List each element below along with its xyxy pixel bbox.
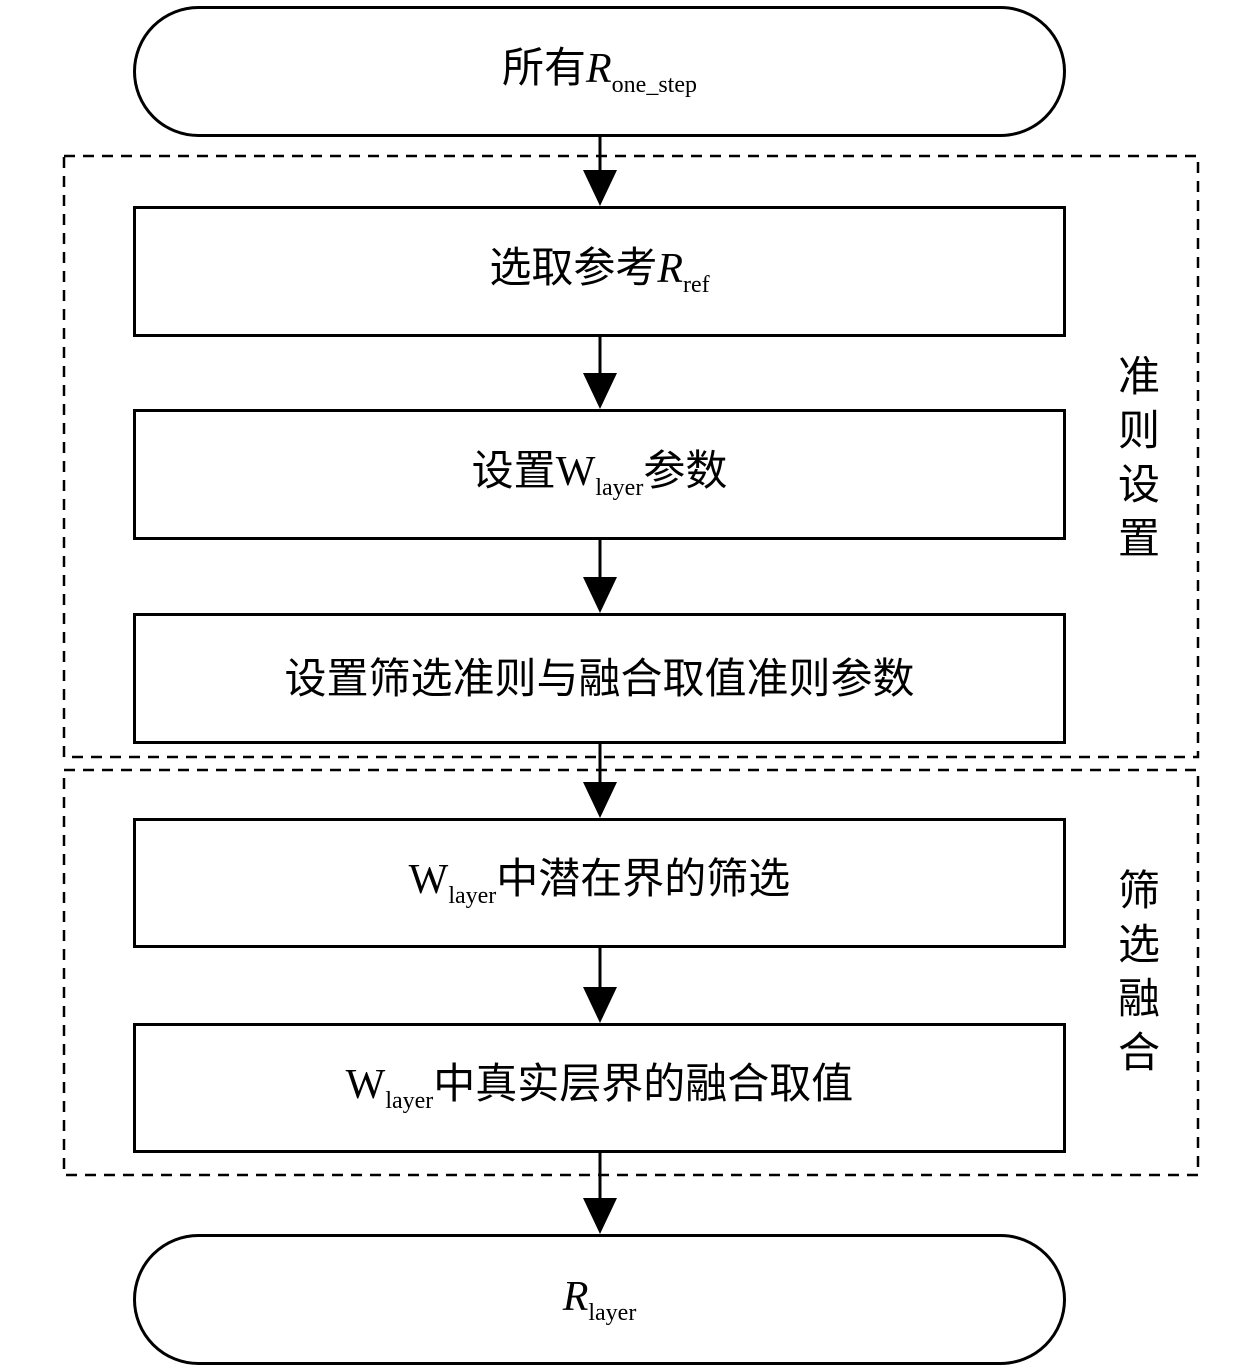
step2-prefix: 设置 — [471, 445, 556, 495]
step2-sub: layer — [595, 474, 644, 501]
step-set-criteria: 设置筛选准则与融合取值准则参数 — [133, 613, 1066, 744]
arrow-step2-step3 — [583, 540, 617, 613]
step1-prefix: 选取参考 — [489, 242, 658, 292]
group-criteria-border — [62, 154, 1200, 759]
step1-var: R — [657, 245, 684, 292]
end-sub: layer — [588, 1299, 637, 1326]
start-var: R — [586, 45, 612, 92]
step2-suffix: 参数 — [643, 445, 728, 495]
end-var: R — [562, 1273, 589, 1320]
arrow-step3-step4 — [583, 744, 617, 818]
start-sub: one_step — [611, 71, 697, 98]
arrow-step5-end — [583, 1153, 617, 1234]
step3-text: 设置筛选准则与融合取值准则参数 — [284, 653, 915, 703]
step4-sub: layer — [448, 883, 497, 909]
step5-sub: layer — [385, 1088, 434, 1114]
step4-suffix: 中潜在界的筛选 — [496, 854, 791, 903]
group-fusion-border — [62, 768, 1200, 1177]
step-fuse-boundaries: Wlayer中真实层界的融合取值 — [133, 1023, 1066, 1153]
arrow-step1-step2 — [583, 337, 617, 409]
start-node: 所有Rone_step — [133, 6, 1066, 137]
start-prefix: 所有 — [502, 42, 587, 92]
arrow-start-step1 — [583, 137, 617, 206]
step-set-wlayer: 设置Wlayer参数 — [133, 409, 1066, 540]
group-fusion-label: 筛 选 融 合 — [1117, 866, 1160, 1077]
end-node: Rlayer — [133, 1234, 1066, 1365]
step-select-reference: 选取参考Rref — [133, 206, 1066, 337]
step2-var: W — [555, 448, 596, 495]
group-criteria-label: 准 则 设 置 — [1117, 352, 1160, 563]
step1-sub: ref — [683, 271, 710, 298]
arrow-step4-step5 — [583, 948, 617, 1023]
step4-var: W — [408, 857, 449, 903]
step5-var: W — [345, 1062, 386, 1108]
step5-suffix: 中真实层界的融合取值 — [433, 1059, 854, 1108]
step-filter-boundaries: Wlayer中潜在界的筛选 — [133, 818, 1066, 948]
